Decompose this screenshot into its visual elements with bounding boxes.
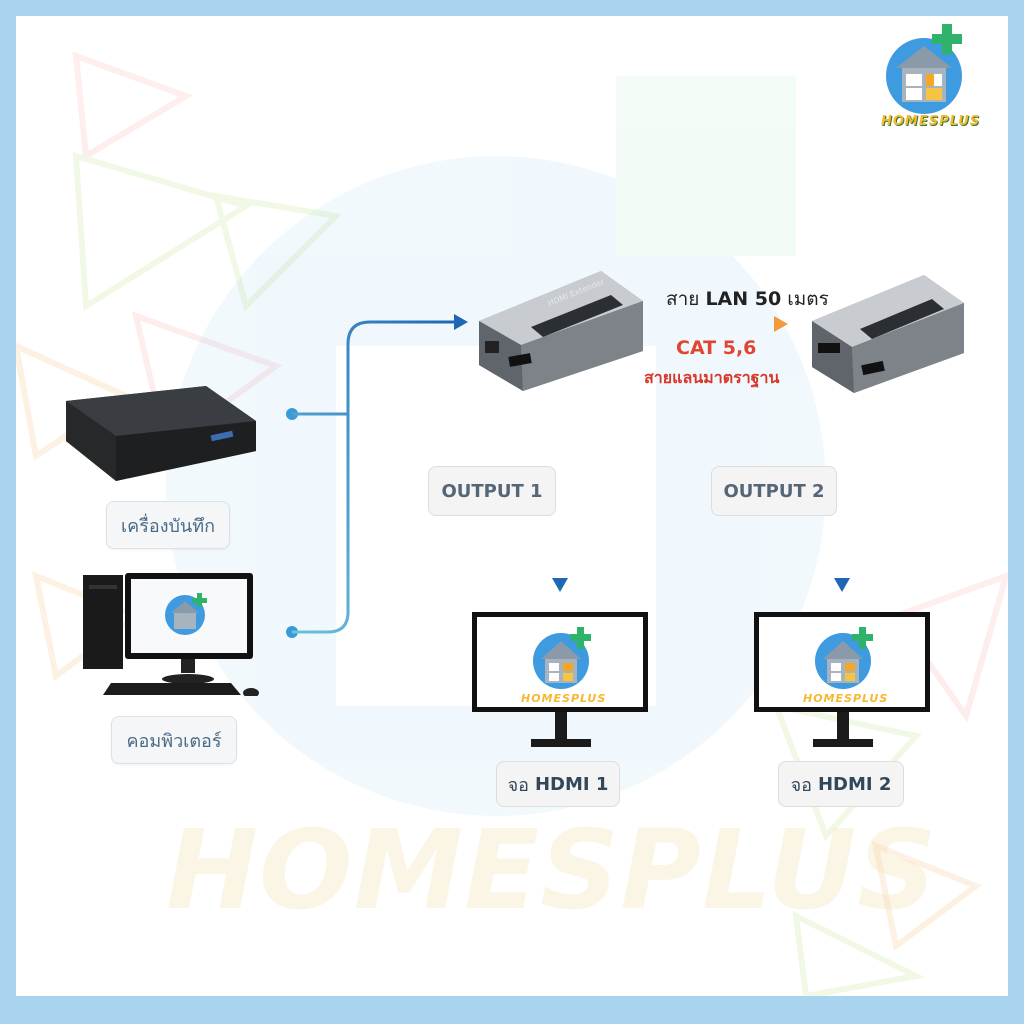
recorder-label: เครื่องบันทึก — [106, 501, 230, 549]
brand-logo: HOMESPLUS — [876, 16, 986, 136]
monitor2-brand-text: HOMESPLUS — [803, 692, 889, 705]
connection-lines — [286, 314, 850, 638]
source-arrowhead — [454, 314, 468, 330]
output2-arrowhead — [834, 578, 850, 592]
lan-cable-label: สาย LAN 50 เมตร — [666, 284, 829, 314]
monitor1-icon — [472, 612, 648, 747]
display1-name: HDMI 1 — [534, 773, 609, 795]
source-merge-line — [292, 320, 458, 634]
display2-label: จอ HDMI 2 — [778, 761, 904, 807]
diagram-canvas: HOMESPLUS HOMESPLUS — [16, 16, 1008, 996]
computer-device-icon — [83, 573, 259, 696]
lan-cable-prefix: สาย — [666, 288, 700, 310]
extender-receiver-icon — [812, 275, 964, 393]
display2-prefix: จอ — [790, 774, 812, 796]
display1-label: จอ HDMI 1 — [496, 761, 620, 807]
computer-label: คอมพิวเตอร์ — [111, 716, 237, 764]
lan-cable-length: LAN 50 — [705, 288, 782, 310]
lan-arrowhead — [774, 316, 788, 332]
watermark-text: HOMESPLUS — [166, 806, 938, 934]
output2-label: OUTPUT 2 — [711, 466, 837, 516]
display1-prefix: จอ — [507, 774, 529, 796]
output1-label: OUTPUT 1 — [428, 466, 556, 516]
recorder-device-icon — [66, 386, 256, 481]
extender-transmitter-icon — [479, 271, 643, 391]
lan-cable-suffix: เมตร — [787, 288, 829, 310]
brand-logo-text: HOMESPLUS — [881, 114, 981, 129]
monitor1-brand-text: HOMESPLUS — [521, 692, 607, 705]
cable-standard-label: สายแลนมาตราฐาน — [644, 368, 780, 387]
house-logo-icon — [886, 24, 962, 114]
output1-arrowhead — [552, 578, 568, 592]
cat-label: CAT 5,6 — [676, 337, 757, 359]
monitor2-icon — [754, 612, 930, 747]
display2-name: HDMI 2 — [817, 773, 892, 795]
